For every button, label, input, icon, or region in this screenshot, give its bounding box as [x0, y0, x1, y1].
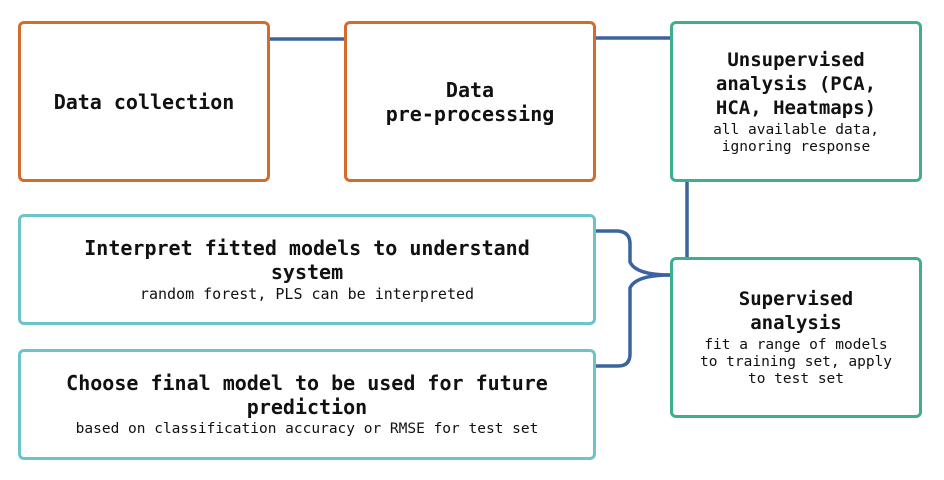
node-title: Data collection — [53, 89, 235, 114]
node-choose-final-model: Choose final model to be used for future… — [18, 349, 596, 460]
edge-sup-interpret — [575, 229, 672, 277]
edge-sup-choose — [575, 273, 672, 368]
node-subtitle: random forest, PLS can be interpreted — [139, 285, 475, 303]
node-data-collection: Data collection — [18, 21, 270, 182]
node-title: Choose final model to be used for future… — [66, 371, 548, 419]
node-subtitle: all available data,ignoring response — [713, 121, 879, 155]
node-subtitle: based on classification accuracy or RMSE… — [75, 421, 539, 437]
